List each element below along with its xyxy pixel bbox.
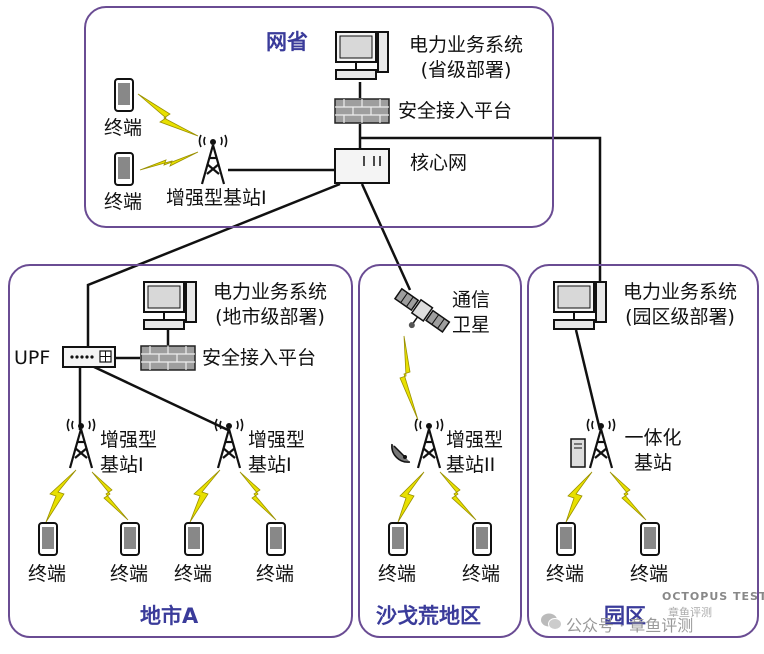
satellite-dish-icon <box>391 443 411 463</box>
park-system-label: 电力业务系统 (园区级部署) <box>610 280 750 330</box>
lightning-icon <box>565 471 593 523</box>
server-box-icon <box>570 438 586 468</box>
phone-icon <box>120 522 140 556</box>
province-system-line2: (省级部署) <box>420 59 512 81</box>
province-terminal-label-1: 终端 <box>104 117 143 139</box>
phone-icon <box>388 522 408 556</box>
line-upf-bs2 <box>91 364 229 432</box>
park-system-line1: 电力业务系统 <box>622 281 737 303</box>
park-terminal-label: 终端 <box>630 563 669 585</box>
phone-icon <box>266 522 286 556</box>
watermark-brand: OCTOPUS TEST <box>662 590 764 603</box>
computer-icon <box>553 281 607 330</box>
line-core-satellite <box>360 183 412 291</box>
city-base-station-2-label: 增强型 基站I <box>248 428 305 478</box>
satellite-label: 通信 卫星 <box>452 288 490 338</box>
satellite-line1: 通信 <box>452 289 491 311</box>
watermark-account: 公众号 · 章鱼评测 <box>566 616 694 635</box>
park-bs-line2: 基站 <box>633 452 672 474</box>
city-bs1-line2: 基站I <box>100 454 144 476</box>
region-title-province: 网省 <box>266 30 308 54</box>
city-terminal-label: 终端 <box>28 563 67 585</box>
line-park-system-bs <box>574 329 602 431</box>
desert-bs-line1: 增强型 <box>446 429 504 451</box>
city-system-line1: 电力业务系统 <box>212 281 327 303</box>
phone-icon <box>114 78 134 112</box>
phone-icon <box>472 522 492 556</box>
upf-device-icon <box>62 346 116 368</box>
base-station-tower-icon <box>66 418 96 469</box>
city-system-label: 电力业务系统 (地市级部署) <box>200 280 340 330</box>
line-province-park <box>360 136 602 282</box>
core-network-label: 核心网 <box>410 152 468 174</box>
firewall-icon <box>334 98 390 124</box>
region-park <box>527 264 759 638</box>
lightning-icon <box>139 151 199 171</box>
city-terminal-label: 终端 <box>174 563 213 585</box>
city-system-line2: (地市级部署) <box>215 306 325 328</box>
region-desert <box>358 264 522 638</box>
phone-icon <box>556 522 576 556</box>
region-province <box>84 6 554 228</box>
phone-icon <box>114 152 134 186</box>
firewall-icon <box>140 345 196 371</box>
region-title-city: 地市A <box>140 604 199 628</box>
desert-terminal-label: 终端 <box>378 563 417 585</box>
phone-icon <box>184 522 204 556</box>
core-network-icon <box>334 148 390 184</box>
phone-icon <box>38 522 58 556</box>
lightning-icon <box>45 469 77 523</box>
satellite-icon <box>393 287 451 333</box>
city-bs2-line1: 增强型 <box>248 429 306 451</box>
desert-base-station-label: 增强型 基站II <box>446 428 503 478</box>
watermark-brand-cn: 章鱼评测 <box>668 606 712 619</box>
province-system-line1: 电力业务系统 <box>408 34 523 56</box>
base-station-tower-icon <box>198 134 228 185</box>
lightning-icon <box>137 93 199 137</box>
base-station-tower-icon <box>414 418 444 469</box>
computer-icon <box>335 31 389 80</box>
park-system-line2: (园区级部署) <box>625 306 735 328</box>
city-gateway-label: 安全接入平台 <box>202 347 317 369</box>
desert-terminal-label: 终端 <box>462 563 501 585</box>
park-terminal-label: 终端 <box>546 563 585 585</box>
park-base-station-label: 一体化 基站 <box>616 426 690 476</box>
upf-label: UPF <box>14 347 51 369</box>
province-system-label: 电力业务系统 (省级部署) <box>396 33 536 83</box>
satellite-line2: 卫星 <box>452 314 491 336</box>
base-station-tower-icon <box>214 418 244 469</box>
lightning-icon <box>609 471 647 521</box>
desert-bs-line2: 基站II <box>446 454 496 476</box>
base-station-tower-icon <box>586 418 616 469</box>
park-bs-line1: 一体化 <box>624 427 682 449</box>
city-base-station-1-label: 增强型 基站I <box>100 428 157 478</box>
region-title-desert: 沙戈荒地区 <box>376 604 481 628</box>
city-bs1-line1: 增强型 <box>100 429 158 451</box>
lightning-icon <box>399 335 419 421</box>
lightning-icon <box>397 471 425 523</box>
region-city <box>8 264 353 638</box>
computer-icon <box>143 281 197 330</box>
city-bs2-line2: 基站I <box>248 454 292 476</box>
province-base-station-label: 增强型基站I <box>166 187 267 209</box>
lightning-icon <box>189 469 221 523</box>
lightning-icon <box>91 471 129 521</box>
region-title-park: 园区 <box>604 604 646 628</box>
city-terminal-label: 终端 <box>110 563 149 585</box>
lightning-icon <box>239 471 277 521</box>
province-terminal-label-2: 终端 <box>104 191 143 213</box>
phone-icon <box>640 522 660 556</box>
province-gateway-label: 安全接入平台 <box>398 100 513 122</box>
lightning-icon <box>439 471 477 521</box>
wechat-icon <box>541 613 562 630</box>
city-terminal-label: 终端 <box>256 563 295 585</box>
